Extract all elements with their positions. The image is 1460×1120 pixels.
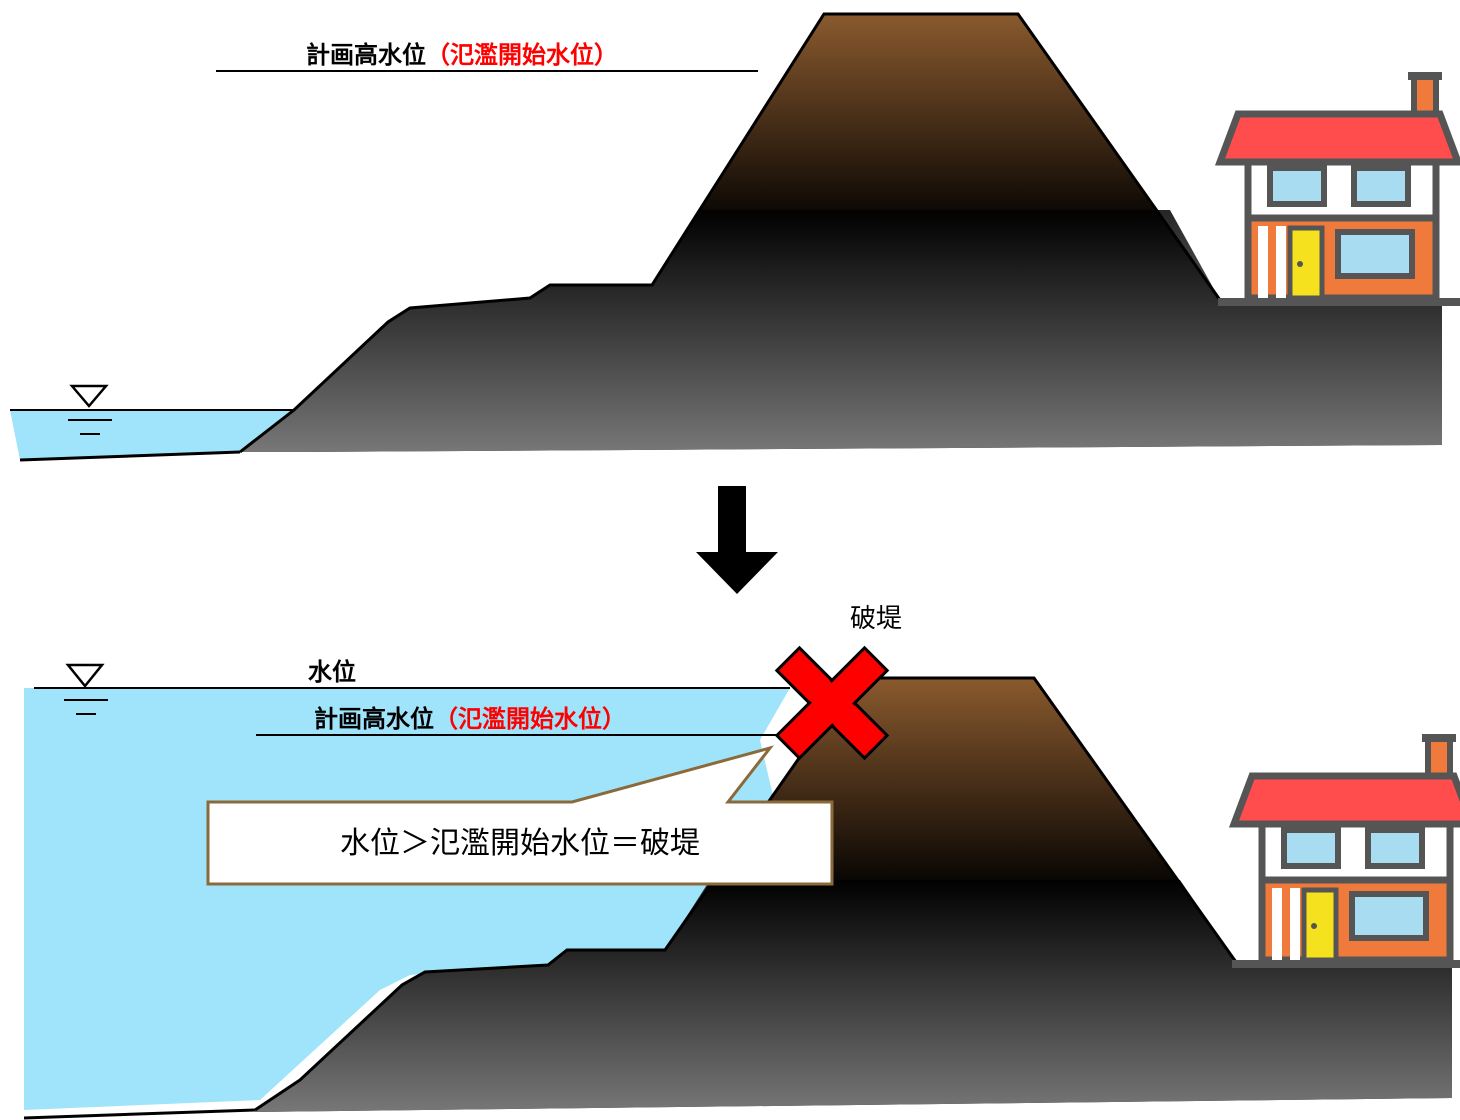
water-level-marker-icon [64, 663, 108, 715]
ground-lower-bottom [255, 880, 1452, 1112]
water-level-label: 水位 [308, 658, 356, 686]
water-level-marker-icon [68, 384, 112, 435]
top-panel: 計画高水位（氾濫開始水位） [10, 12, 1460, 462]
bottom-panel: 水位 計画高水位（氾濫開始水位） 破堤 水位＞氾濫開始水位＝破堤 [23, 604, 1460, 1120]
callout-text: 水位＞氾濫開始水位＝破堤 [340, 826, 700, 861]
house-icon [1218, 72, 1460, 306]
planned-high-water-label: 計画高水位（氾濫開始水位） [306, 41, 618, 69]
ground-lower [240, 210, 1442, 452]
breach-label: 破堤 [850, 604, 902, 634]
callout-box: 水位＞氾濫開始水位＝破堤 [206, 745, 834, 886]
house-icon [1232, 734, 1460, 968]
breach-cross-icon [774, 645, 890, 761]
down-arrow-icon [696, 486, 778, 594]
river-water [10, 410, 294, 460]
planned-high-water-label: 計画高水位（氾濫開始水位） [314, 705, 626, 733]
